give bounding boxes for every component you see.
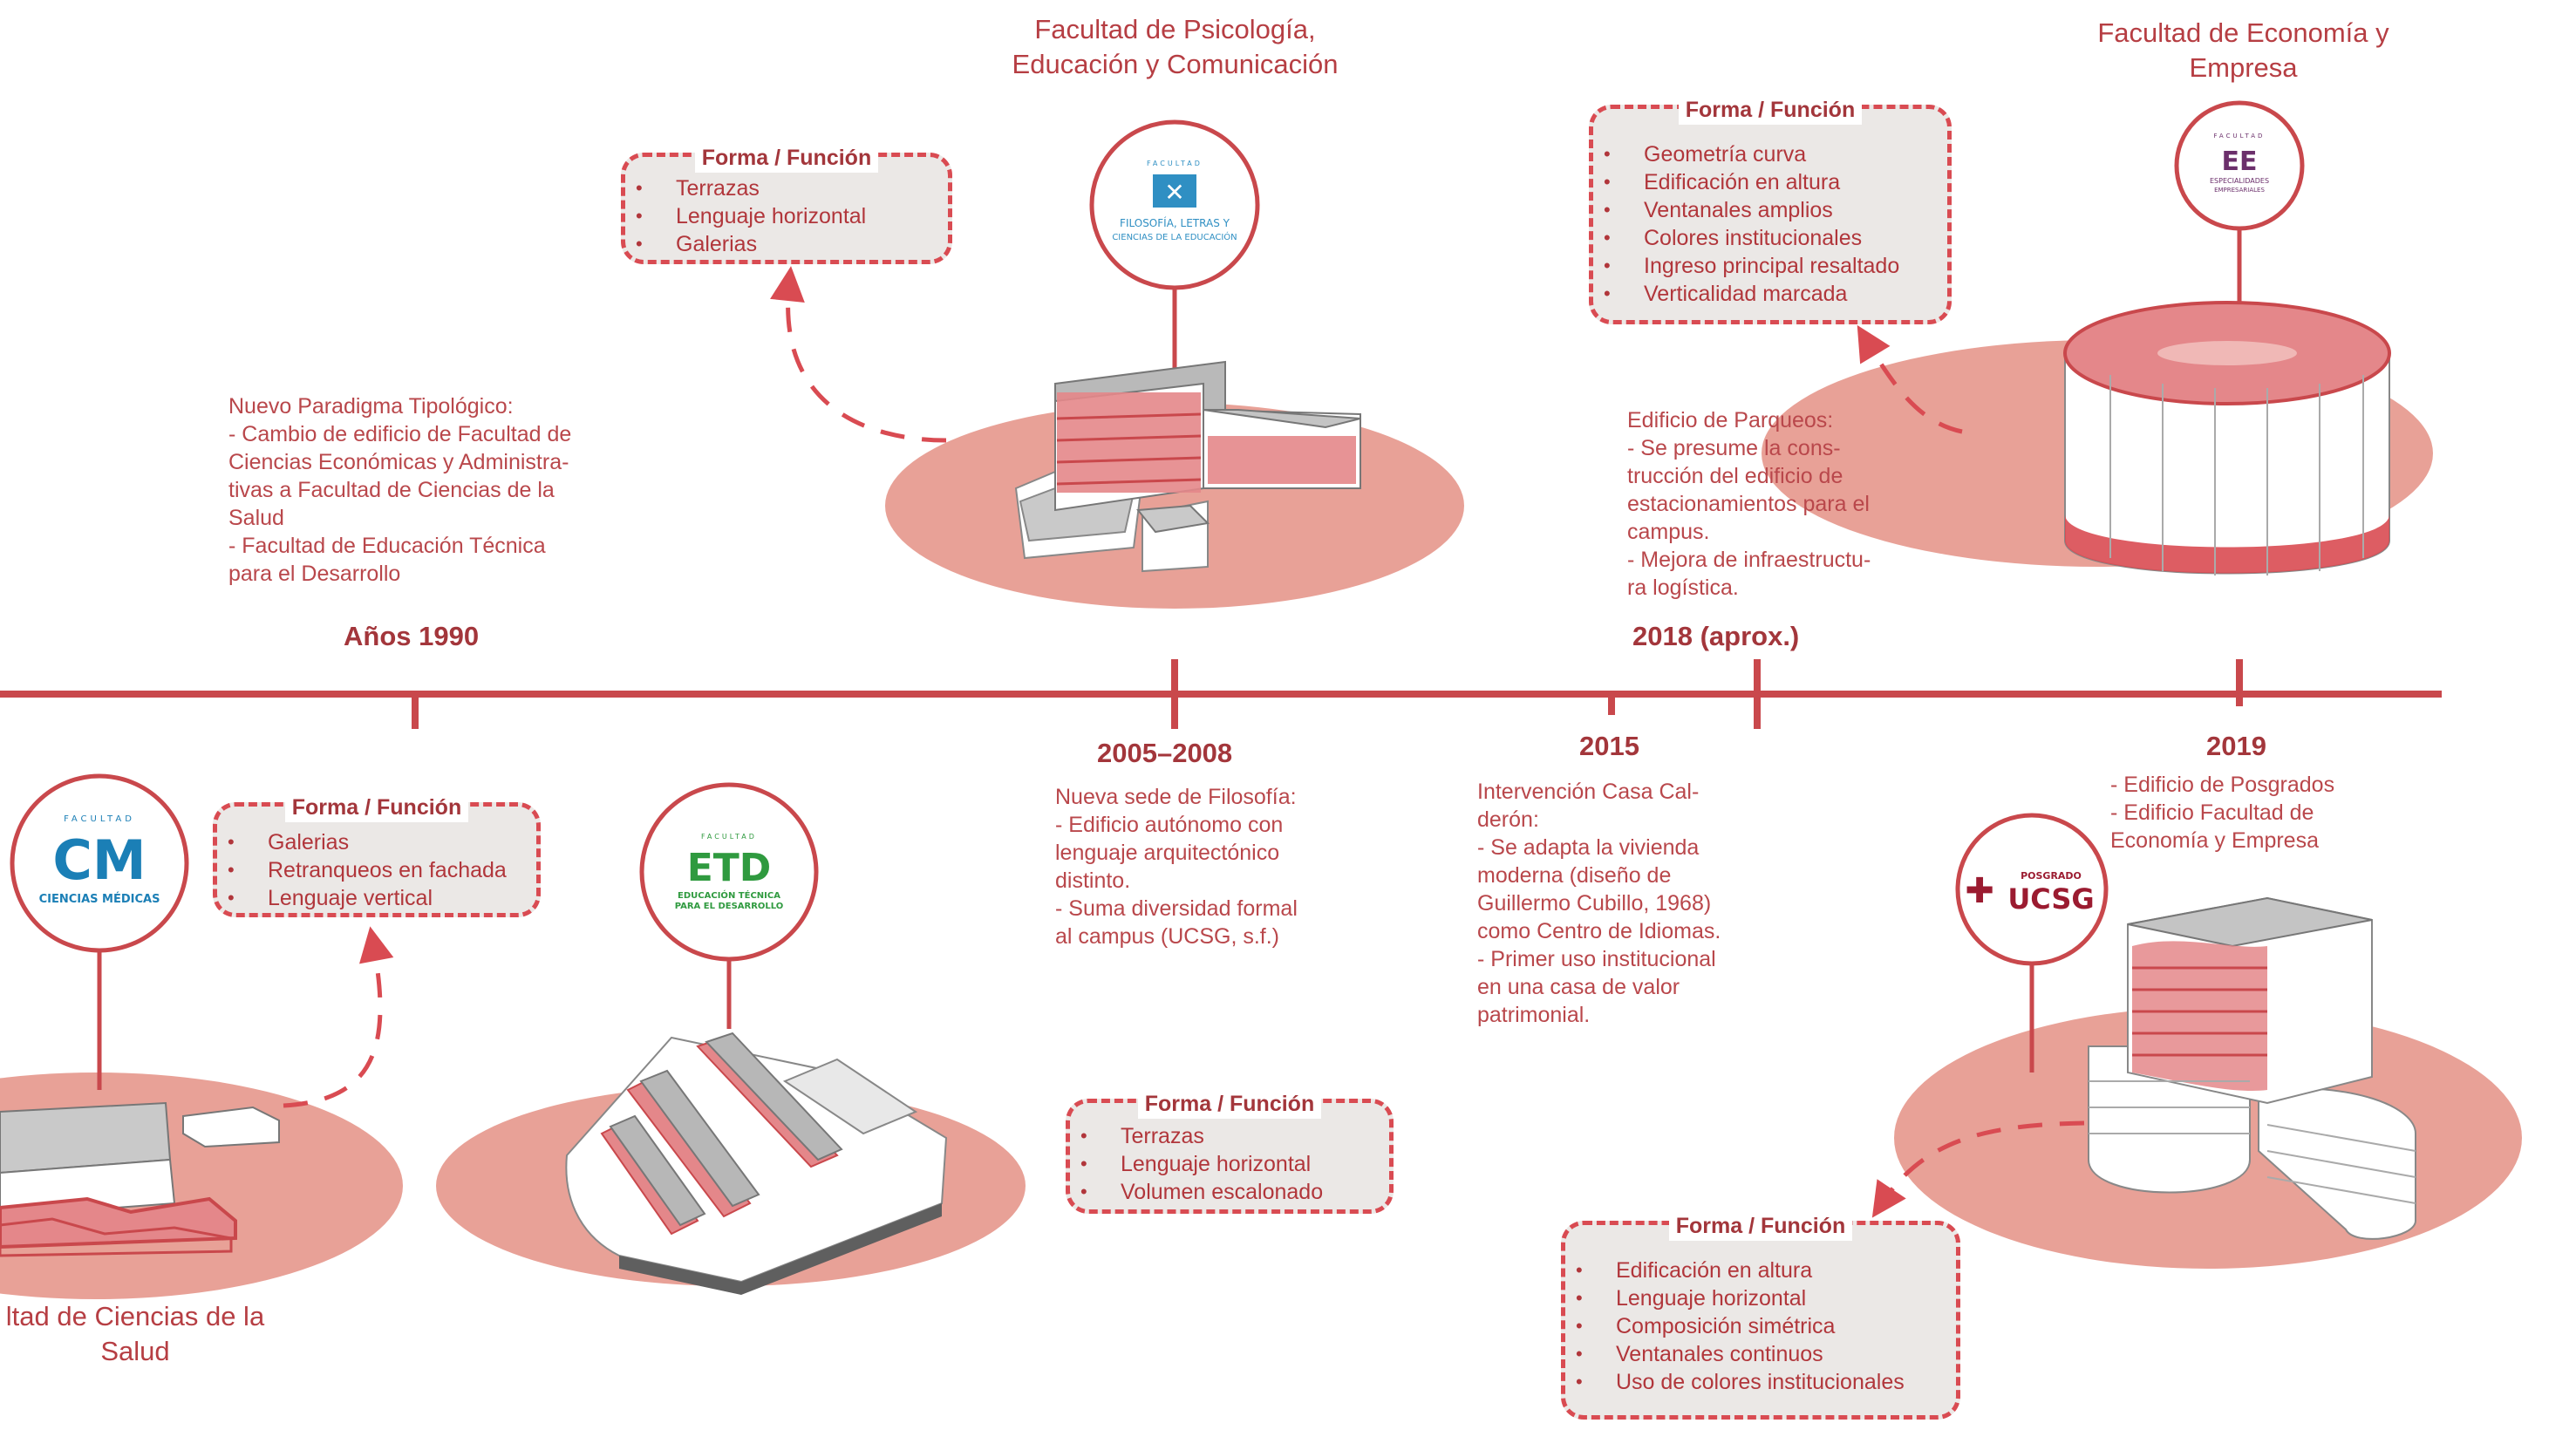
forma-funcion-psicologia: Forma / Función Terrazas Lenguaje horizo… <box>621 143 952 264</box>
logo-filosofia-line1: FILOSOFÍA, LETRAS Y <box>1120 216 1230 229</box>
building-psicologia <box>1014 360 1361 573</box>
list-item: Lenguaje horizontal <box>625 202 948 230</box>
desc-1990: Nuevo Paradigma Tipológico: - Cambio de … <box>228 394 572 586</box>
arrow-salud <box>283 926 394 1108</box>
logo-cm-top: FACULTAD <box>64 814 135 824</box>
logo-etd-line2: PARA EL DESARROLLO <box>675 902 784 911</box>
year-2018: 2018 (aprox.) <box>1632 621 1800 651</box>
list-item: Volumen escalonado <box>1070 1178 1389 1206</box>
list-item: Verticalidad marcada <box>1593 280 1947 308</box>
building-salud <box>0 1101 280 1257</box>
desc-2019: - Edificio de Posgrados - Edificio Facul… <box>2110 773 2335 853</box>
logo-cm-mark: CM <box>52 828 146 892</box>
list-item: Terrazas <box>625 174 948 202</box>
logo-filosofia: FACULTAD ✕ FILOSOFÍA, LETRAS Y CIENCIAS … <box>1089 119 1260 290</box>
year-1990: Años 1990 <box>344 621 480 651</box>
logo-especialidades-line1: ESPECIALIDADES <box>2210 177 2269 185</box>
list-item: Lenguaje horizontal <box>1070 1150 1389 1178</box>
forma-funcion-title: Forma / Función <box>1137 1089 1322 1119</box>
logo-filosofia-top: FACULTAD <box>1147 160 1203 167</box>
svg-text:✚: ✚ <box>1965 871 1994 911</box>
forma-funcion-posgrados: Forma / Función Edificación en altura Le… <box>1561 1211 1960 1420</box>
logo-cm: FACULTAD CM CIENCIAS MÉDICAS <box>10 773 189 953</box>
logo-especialidades-mark: EE <box>2222 146 2258 177</box>
logo-etd-mark: ETD <box>687 846 772 890</box>
logo-etd: FACULTAD ETD EDUCACIÓN TÉCNICA PARA EL D… <box>639 782 819 962</box>
list-item: Ingreso principal resaltado <box>1593 252 1947 280</box>
list-item: Lenguaje horizontal <box>1565 1284 1956 1312</box>
desc-2005: Nueva sede de Filosofía: - Edificio autó… <box>1055 785 1298 949</box>
logo-especialidades-top: FACULTAD <box>2214 133 2266 140</box>
forma-funcion-salud: Forma / Función Galerias Retranqueos en … <box>213 793 541 917</box>
arrow-economia <box>1857 324 1963 434</box>
title-economia: Facultad de Economía y Empresa <box>2097 17 2389 83</box>
building-posgrados <box>2088 896 2416 1240</box>
title-salud: ltad de Ciencias de la Salud <box>5 1301 265 1366</box>
logo-especialidades-line2: EMPRESARIALES <box>2214 187 2265 194</box>
logo-posgrado-small: POSGRADO <box>2021 870 2082 882</box>
list-item: Composición simétrica <box>1565 1312 1956 1340</box>
year-2019: 2019 <box>2206 731 2266 761</box>
desc-2015: Intervención Casa Cal- derón: - Se adapt… <box>1477 780 1721 1027</box>
logo-posgrado: ✚ POSGRADO UCSG <box>1955 813 2109 966</box>
list-item: Galerias <box>217 828 536 856</box>
year-2005: 2005–2008 <box>1097 738 1233 768</box>
logo-posgrado-mark: UCSG <box>2007 882 2094 916</box>
list-item: Galerias <box>625 230 948 258</box>
forma-funcion-title: Forma / Función <box>1668 1211 1853 1241</box>
arrow-psicologia <box>770 266 947 443</box>
list-item: Ventanales amplios <box>1593 196 1947 224</box>
arrow-posgrados <box>1871 1120 2085 1218</box>
logo-etd-line1: EDUCACIÓN TÉCNICA <box>678 889 780 901</box>
year-2015: 2015 <box>1579 731 1639 761</box>
list-item: Terrazas <box>1070 1122 1389 1150</box>
title-psicologia: Facultad de Psicología, Educación y Comu… <box>1012 14 1339 79</box>
building-economia <box>2063 301 2391 575</box>
logo-cm-bottom: CIENCIAS MÉDICAS <box>39 892 160 906</box>
list-item: Edificación en altura <box>1565 1256 1956 1284</box>
list-item: Retranqueos en fachada <box>217 856 536 884</box>
svg-text:✕: ✕ <box>1164 178 1184 207</box>
forma-funcion-filosofia: Forma / Función Terrazas Lenguaje horizo… <box>1066 1089 1394 1214</box>
forma-funcion-title: Forma / Función <box>1678 95 1863 125</box>
forma-funcion-title: Forma / Función <box>284 793 469 822</box>
list-item: Edificación en altura <box>1593 168 1947 196</box>
logo-especialidades: FACULTAD EE ESPECIALIDADES EMPRESARIALES <box>2174 100 2305 231</box>
building-etd <box>565 1032 948 1295</box>
desc-2018: Edificio de Parqueos: - Se presume la co… <box>1627 408 1871 600</box>
logo-etd-top: FACULTAD <box>701 833 757 841</box>
forma-funcion-title: Forma / Función <box>694 143 879 173</box>
list-item: Colores institucionales <box>1593 224 1947 252</box>
list-item: Ventanales continuos <box>1565 1340 1956 1368</box>
list-item: Uso de colores institucionales <box>1565 1368 1956 1396</box>
forma-funcion-economia: Forma / Función Geometría curva Edificac… <box>1589 95 1952 324</box>
logo-filosofia-line2: CIENCIAS DE LA EDUCACIÓN <box>1112 231 1237 242</box>
list-item: Geometría curva <box>1593 140 1947 168</box>
list-item: Lenguaje vertical <box>217 884 536 912</box>
